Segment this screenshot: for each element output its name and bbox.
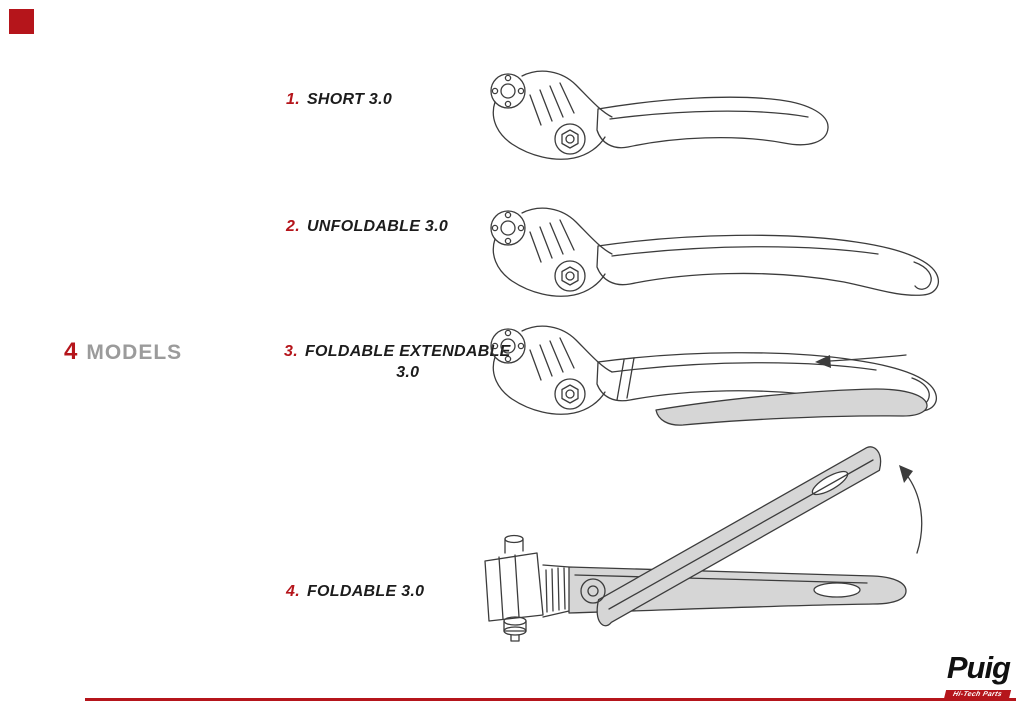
unfoldable-lever-drawing [490,207,939,297]
extend-direction-arrow [815,354,907,368]
models-label: MODELS [86,341,183,364]
extendable-slider-part [655,388,928,426]
short-lever-blade [596,96,829,149]
models-count: 4 [64,338,78,365]
brand-name: Puig [946,650,1011,685]
model-name: UNFOLDABLE 3.0 [306,218,449,235]
model-number: 4. [286,583,300,600]
foldable-extendable-lever-illustration [478,310,948,450]
fold-direction-arrow [899,465,923,554]
model-number: 1. [286,91,300,108]
lever-pivot-bolt [580,578,606,604]
foldable-extendable-lever-drawing [490,325,937,426]
brand-tagline: Hi-Tech Parts [944,690,1012,699]
model-label-foldable: 4. FOLDABLE 3.0 [286,581,424,602]
model-name: FOLDABLE EXTENDABLE 3.0 [304,343,511,381]
lever-pivot-assembly [490,325,613,415]
foldable-lever-illustration [475,443,935,648]
short-lever-illustration [478,55,838,180]
unfoldable-lever-illustration [478,192,948,317]
footer-accent-rule [85,698,1016,701]
model-label-foldable-extendable: 3. FOLDABLE EXTENDABLE 3.0 [284,341,511,383]
model-number: 3. [284,343,298,360]
model-name: SHORT 3.0 [306,91,393,108]
model-number: 2. [286,218,300,235]
short-lever-drawing [490,70,829,160]
model-label-short: 1. SHORT 3.0 [286,89,392,110]
foldable-lever-drawing [484,446,923,642]
lever-pivot-assembly [490,70,613,160]
unfoldable-lever-blade [596,234,939,296]
brand-corner-mark [9,9,34,34]
arm-slot [813,582,861,598]
model-label-unfoldable: 2. UNFOLDABLE 3.0 [286,216,448,237]
model-name: FOLDABLE 3.0 [306,583,425,600]
lever-pivot-assembly [490,207,613,297]
lever-mount-clevis [484,534,570,642]
puig-logo: Puig Hi-Tech Parts [944,650,1012,701]
models-heading: 4 MODELS [64,338,182,366]
